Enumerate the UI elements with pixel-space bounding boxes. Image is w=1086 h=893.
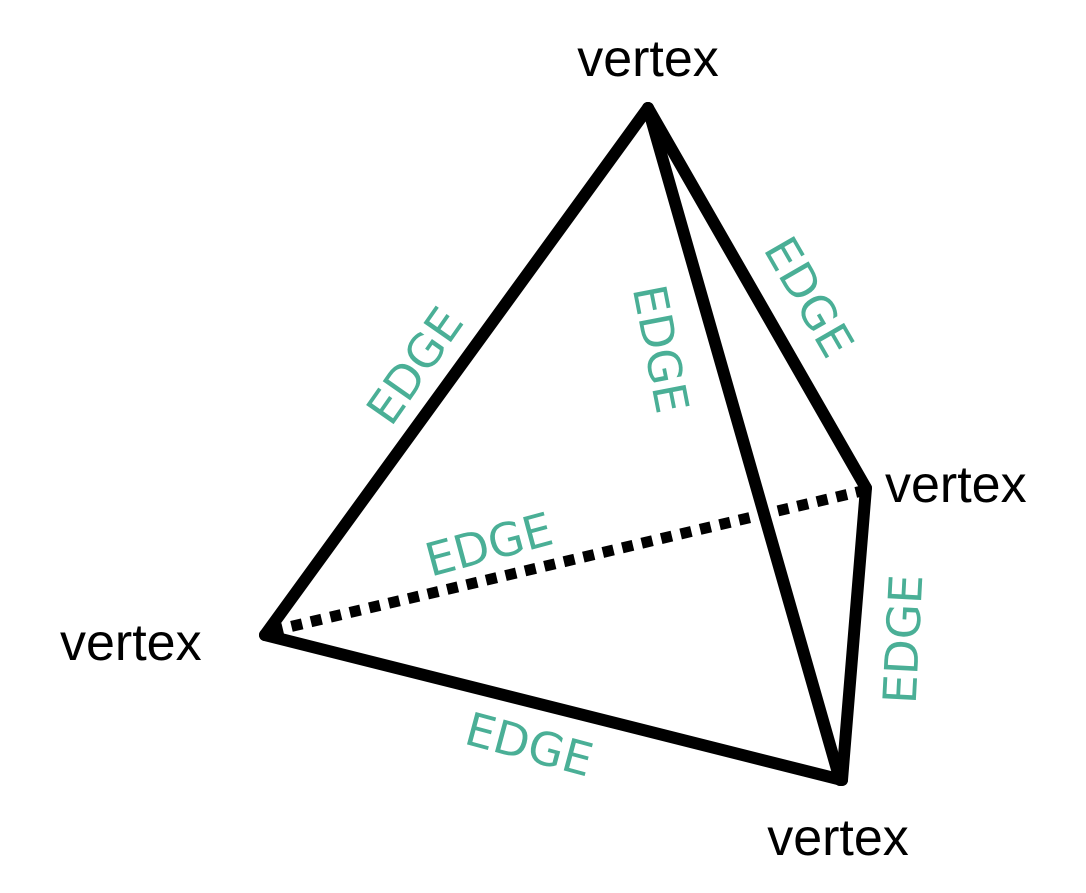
vertex-label-left: vertex [60,614,202,672]
edge-right-bottom [836,482,872,786]
edge-left-bottom [259,629,848,786]
vertex-label-top: vertex [577,30,719,88]
edge-label-top-bottom: EDGE [622,280,700,417]
edge-label-top-right: EDGE [753,228,864,367]
edge-top-bottom [642,102,846,786]
edge-top-right [642,102,872,494]
vertex-label-bottom: vertex [767,809,909,867]
edge-top-left [259,102,654,641]
vertex-label-right: vertex [885,456,1027,514]
edge-label-right-bottom: EDGE [873,573,934,705]
